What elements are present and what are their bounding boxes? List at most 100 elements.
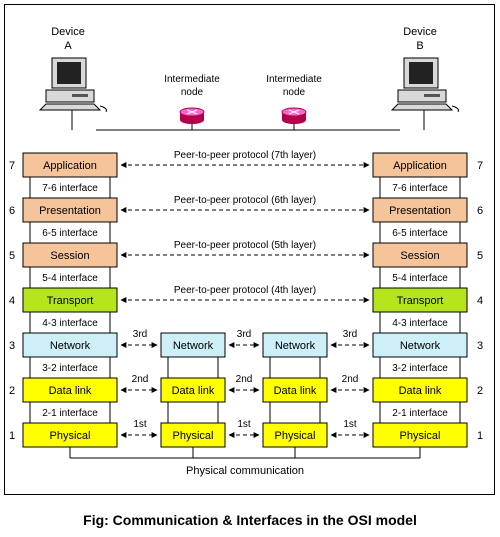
layer-2-right: Data link — [372, 377, 468, 403]
layer-7-right-label: Application — [393, 160, 447, 172]
computer-a-icon — [38, 57, 107, 113]
layer-number-2-right: 2 — [477, 385, 483, 397]
layer-6-right: Presentation — [372, 197, 468, 223]
svg-text:Data link: Data link — [172, 385, 215, 397]
interface-6-5-right: 6-5 interface — [392, 228, 448, 239]
interface-6-5-left: 6-5 interface — [42, 228, 98, 239]
peer-protocol-4: Peer-to-peer protocol (4th layer) — [120, 285, 370, 303]
layer-6-left: Presentation — [22, 197, 118, 223]
layer-number-7-left: 7 — [9, 160, 15, 172]
svg-text:Peer-to-peer protocol (5th lay: Peer-to-peer protocol (5th layer) — [174, 240, 316, 251]
svg-text:Peer-to-peer protocol (7th lay: Peer-to-peer protocol (7th layer) — [174, 150, 316, 161]
interface-3-2-right: 3-2 interface — [392, 363, 448, 374]
layer-number-5-left: 5 — [9, 250, 15, 262]
hop-network-3: 3rd — [330, 329, 370, 348]
layer-number-6-right: 6 — [477, 205, 483, 217]
svg-text:1st: 1st — [237, 419, 251, 430]
interface-3-2-left: 3-2 interface — [42, 363, 98, 374]
layer-2-right-label: Data link — [399, 385, 442, 397]
layer-1-left: Physical — [22, 422, 118, 448]
svg-text:Physical: Physical — [173, 430, 214, 442]
intermediate-node-1-label: Intermediate — [164, 74, 220, 85]
computer-b-icon — [390, 57, 459, 113]
layer-3-left-label: Network — [50, 340, 91, 352]
svg-text:3rd: 3rd — [343, 329, 357, 340]
hop-datalink-3: 2nd — [330, 374, 370, 393]
svg-text:2nd: 2nd — [236, 374, 253, 385]
node-2-physical: Physical — [262, 422, 328, 448]
layer-7-left: Application — [22, 152, 118, 178]
router-1-icon — [179, 107, 205, 130]
svg-text:1st: 1st — [343, 419, 357, 430]
hop-datalink-1: 2nd — [120, 374, 158, 393]
layer-1-right-label: Physical — [400, 430, 441, 442]
device-a-label: Device — [51, 26, 85, 38]
layer-3-right-label: Network — [400, 340, 441, 352]
physical-communication-link — [69, 447, 421, 459]
peer-protocol-5: Peer-to-peer protocol (5th layer) — [120, 240, 370, 258]
layer-7-left-label: Application — [43, 160, 97, 172]
layer-number-4-right: 4 — [477, 295, 483, 307]
layer-5-left: Session — [22, 242, 118, 268]
layer-4-right: Transport — [372, 287, 468, 313]
interface-5-4-right: 5-4 interface — [392, 273, 448, 284]
intermediate-node-1-sub: node — [181, 87, 204, 98]
layer-6-right-label: Presentation — [389, 205, 451, 217]
svg-text:Network: Network — [275, 340, 316, 352]
layer-3-right: Network — [372, 332, 468, 358]
device-a-letter: A — [64, 40, 72, 52]
layer-number-3-left: 3 — [9, 340, 15, 352]
peer-protocol-6: Peer-to-peer protocol (6th layer) — [120, 195, 370, 213]
interface-7-6-left: 7-6 interface — [42, 183, 98, 194]
layer-2-left: Data link — [22, 377, 118, 403]
layer-number-5-right: 5 — [477, 250, 483, 262]
layer-number-1-right: 1 — [477, 430, 483, 442]
svg-text:Peer-to-peer protocol (4th lay: Peer-to-peer protocol (4th layer) — [174, 285, 316, 296]
hop-datalink-2: 2nd — [228, 374, 260, 393]
router-2-icon — [281, 107, 307, 130]
device-b-label: Device — [403, 26, 437, 38]
layer-4-left-label: Transport — [47, 295, 94, 307]
svg-text:Peer-to-peer protocol (6th lay: Peer-to-peer protocol (6th layer) — [174, 195, 316, 206]
interface-4-3-right: 4-3 interface — [392, 318, 448, 329]
layer-number-3-right: 3 — [477, 340, 483, 352]
hop-physical-2: 1st — [228, 419, 260, 438]
figure-caption: Fig: Communication & Interfaces in the O… — [83, 512, 417, 528]
layer-5-right: Session — [372, 242, 468, 268]
svg-text:2nd: 2nd — [132, 374, 149, 385]
layer-number-6-left: 6 — [9, 205, 15, 217]
layer-7-right: Application — [372, 152, 468, 178]
layer-4-left: Transport — [22, 287, 118, 313]
hop-network-1: 3rd — [120, 329, 158, 348]
layer-3-left: Network — [22, 332, 118, 358]
layer-5-right-label: Session — [400, 250, 439, 262]
layer-1-left-label: Physical — [50, 430, 91, 442]
layer-number-2-left: 2 — [9, 385, 15, 397]
svg-text:Data link: Data link — [274, 385, 317, 397]
interface-5-4-left: 5-4 interface — [42, 273, 98, 284]
node-2-data-link: Data link — [262, 377, 328, 403]
svg-text:3rd: 3rd — [133, 329, 147, 340]
hop-network-2: 3rd — [228, 329, 260, 348]
node-1-physical: Physical — [160, 422, 226, 448]
svg-text:3rd: 3rd — [237, 329, 251, 340]
interface-2-1-left: 2-1 interface — [42, 408, 98, 419]
interface-7-6-right: 7-6 interface — [392, 183, 448, 194]
layer-5-left-label: Session — [50, 250, 89, 262]
svg-text:Network: Network — [173, 340, 214, 352]
layer-4-right-label: Transport — [397, 295, 444, 307]
layer-number-1-left: 1 — [9, 430, 15, 442]
intermediate-node-2-sub: node — [283, 87, 306, 98]
node-1-data-link: Data link — [160, 377, 226, 403]
physical-communication-label: Physical communication — [186, 465, 304, 477]
layer-2-left-label: Data link — [49, 385, 92, 397]
layer-number-4-left: 4 — [9, 295, 15, 307]
interface-2-1-right: 2-1 interface — [392, 408, 448, 419]
interface-4-3-left: 4-3 interface — [42, 318, 98, 329]
svg-text:1st: 1st — [133, 419, 147, 430]
layer-6-left-label: Presentation — [39, 205, 101, 217]
layer-number-7-right: 7 — [477, 160, 483, 172]
intermediate-node-2-label: Intermediate — [266, 74, 322, 85]
node-2-network: Network — [262, 332, 328, 358]
svg-text:2nd: 2nd — [342, 374, 359, 385]
